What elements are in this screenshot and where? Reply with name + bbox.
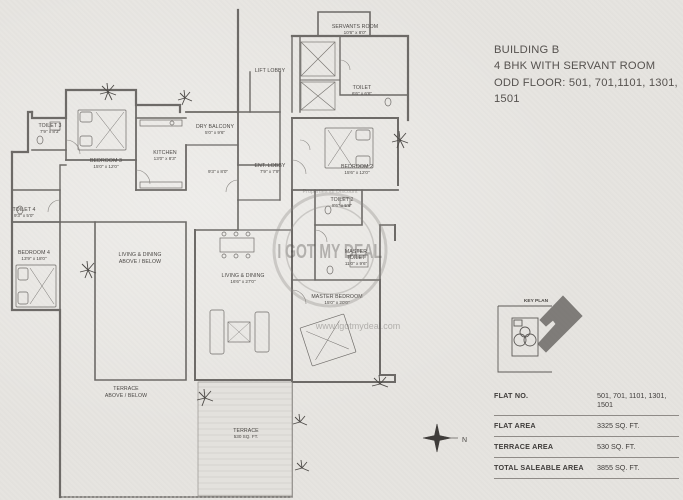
table-value: 501, 701, 1101, 1301, 1501 [597,391,667,409]
kitchen-size: 13'0" x 8'3" [154,156,177,161]
bedroom3-size: 15'0" x 12'0" [93,164,119,169]
key-plan: KEY PLAN [497,295,583,373]
table-key: TOTAL SALEABLE AREA [494,463,584,472]
compass-north-label: N [462,437,467,444]
servant-room-size: 10'6" x 8'0" [344,30,367,35]
bedroom3-label: BEDROOM 3 [90,158,122,164]
lift-lobby-label: LIFT LOBBY [255,68,286,74]
ent-lobby-size: 7'9" x 7'9" [260,169,280,174]
plants [79,82,409,472]
floors-line-2: 1501 [494,93,520,106]
living-label: LIVING & DINING [221,273,264,279]
bedroom2-size: 15'6" x 12'0" [344,170,370,175]
key-plan-label: KEY PLAN [524,298,549,304]
terrace-below-label: TERRACE [113,386,139,392]
toilet3-size: 7'9" x 8'3" [40,129,60,134]
title-block: BUILDING B 4 BHK WITH SERVANT ROOM ODD F… [494,42,680,108]
furniture [15,97,392,472]
toilet4-size: 9'3" x 5'0" [14,213,34,218]
room-labels: SERVANTS ROOM 10'6" x 8'0" TOILET 6'6" x… [12,24,378,439]
area-table: FLAT NO. 501, 701, 1101, 1301, 1501 FLAT… [494,386,679,479]
living-size: 16'6" x 27'0" [230,279,256,284]
table-key: TERRACE AREA [494,442,554,451]
terrace-size: 530 SQ. FT. [234,434,259,439]
floors-line-1: ODD FLOOR: 501, 701,1101, 1301, [494,76,678,89]
table-value: 530 SQ. FT. [597,442,636,451]
watermark-brand: I GOT MY DEAL [277,239,382,262]
table-row: FLAT NO. 501, 701, 1101, 1301, 1501 [494,386,679,416]
terrace-label: TERRACE [233,428,259,434]
table-row: TOTAL SALEABLE AREA 3855 SQ. FT. [494,458,679,479]
kitchen-label: KITCHEN [153,150,177,156]
table-key: FLAT AREA [494,421,536,430]
toilet3-label: TOILET 3 [38,123,61,129]
master-toilet-label: MASTER [345,249,367,255]
terrace-deck [197,381,293,497]
unit-type: 4 BHK WITH SERVANT ROOM [494,60,656,73]
door-swings [47,59,351,305]
dry-balcony-label: DRY BALCONY [196,124,235,130]
table-row: FLAT AREA 3325 SQ. FT. [494,416,679,437]
bedroom2-label: BEDROOM 2 [341,164,373,170]
master-bedroom-size: 15'0" x 20'0" [324,300,350,305]
lift-shafts [300,41,336,111]
master-bedroom-label: MASTER BEDROOM [311,294,362,300]
toilet-servant-label: TOILET [353,85,372,91]
dry-balcony-size: 5'0" x 9'6" [205,130,225,135]
watermark: I GOT MY DEAL Properties @ Discount www.… [272,189,401,331]
toilet2-size: 8'6" x 5'6" [332,203,352,208]
servant-room-label: SERVANTS ROOM [332,24,378,30]
toilet2-label: TOILET 2 [330,197,353,203]
passage-size: 9'3" x 8'0" [208,169,228,174]
table-key: FLAT NO. [494,391,529,400]
table-value: 3855 SQ. FT. [597,463,640,472]
bedroom4-size: 13'9" x 18'0" [21,256,47,261]
living-below-label: LIVING & DINING [118,252,161,258]
terrace-below-sub: ABOVE / BELOW [105,393,147,399]
compass-icon [422,423,458,453]
living-below-sub: ABOVE / BELOW [119,259,161,265]
master-toilet-size: 11'0" x 9'6" [345,261,368,266]
toilet-servant-size: 6'6" x 6'6" [352,91,372,96]
bedroom4-label: BEDROOM 4 [18,250,50,256]
ent-lobby-label: ENT. LOBBY [255,163,286,169]
toilet4-label: TOILET 4 [12,207,35,213]
watermark-tag: Properties @ Discount [302,189,358,195]
master-toilet-label2: TOILET [347,255,366,261]
table-row: TERRACE AREA 530 SQ. FT. [494,437,679,458]
watermark-url: www.igotmydeal.com [315,321,401,331]
walls [10,8,410,499]
building-title: BUILDING B [494,44,560,56]
table-value: 3325 SQ. FT. [597,421,640,430]
